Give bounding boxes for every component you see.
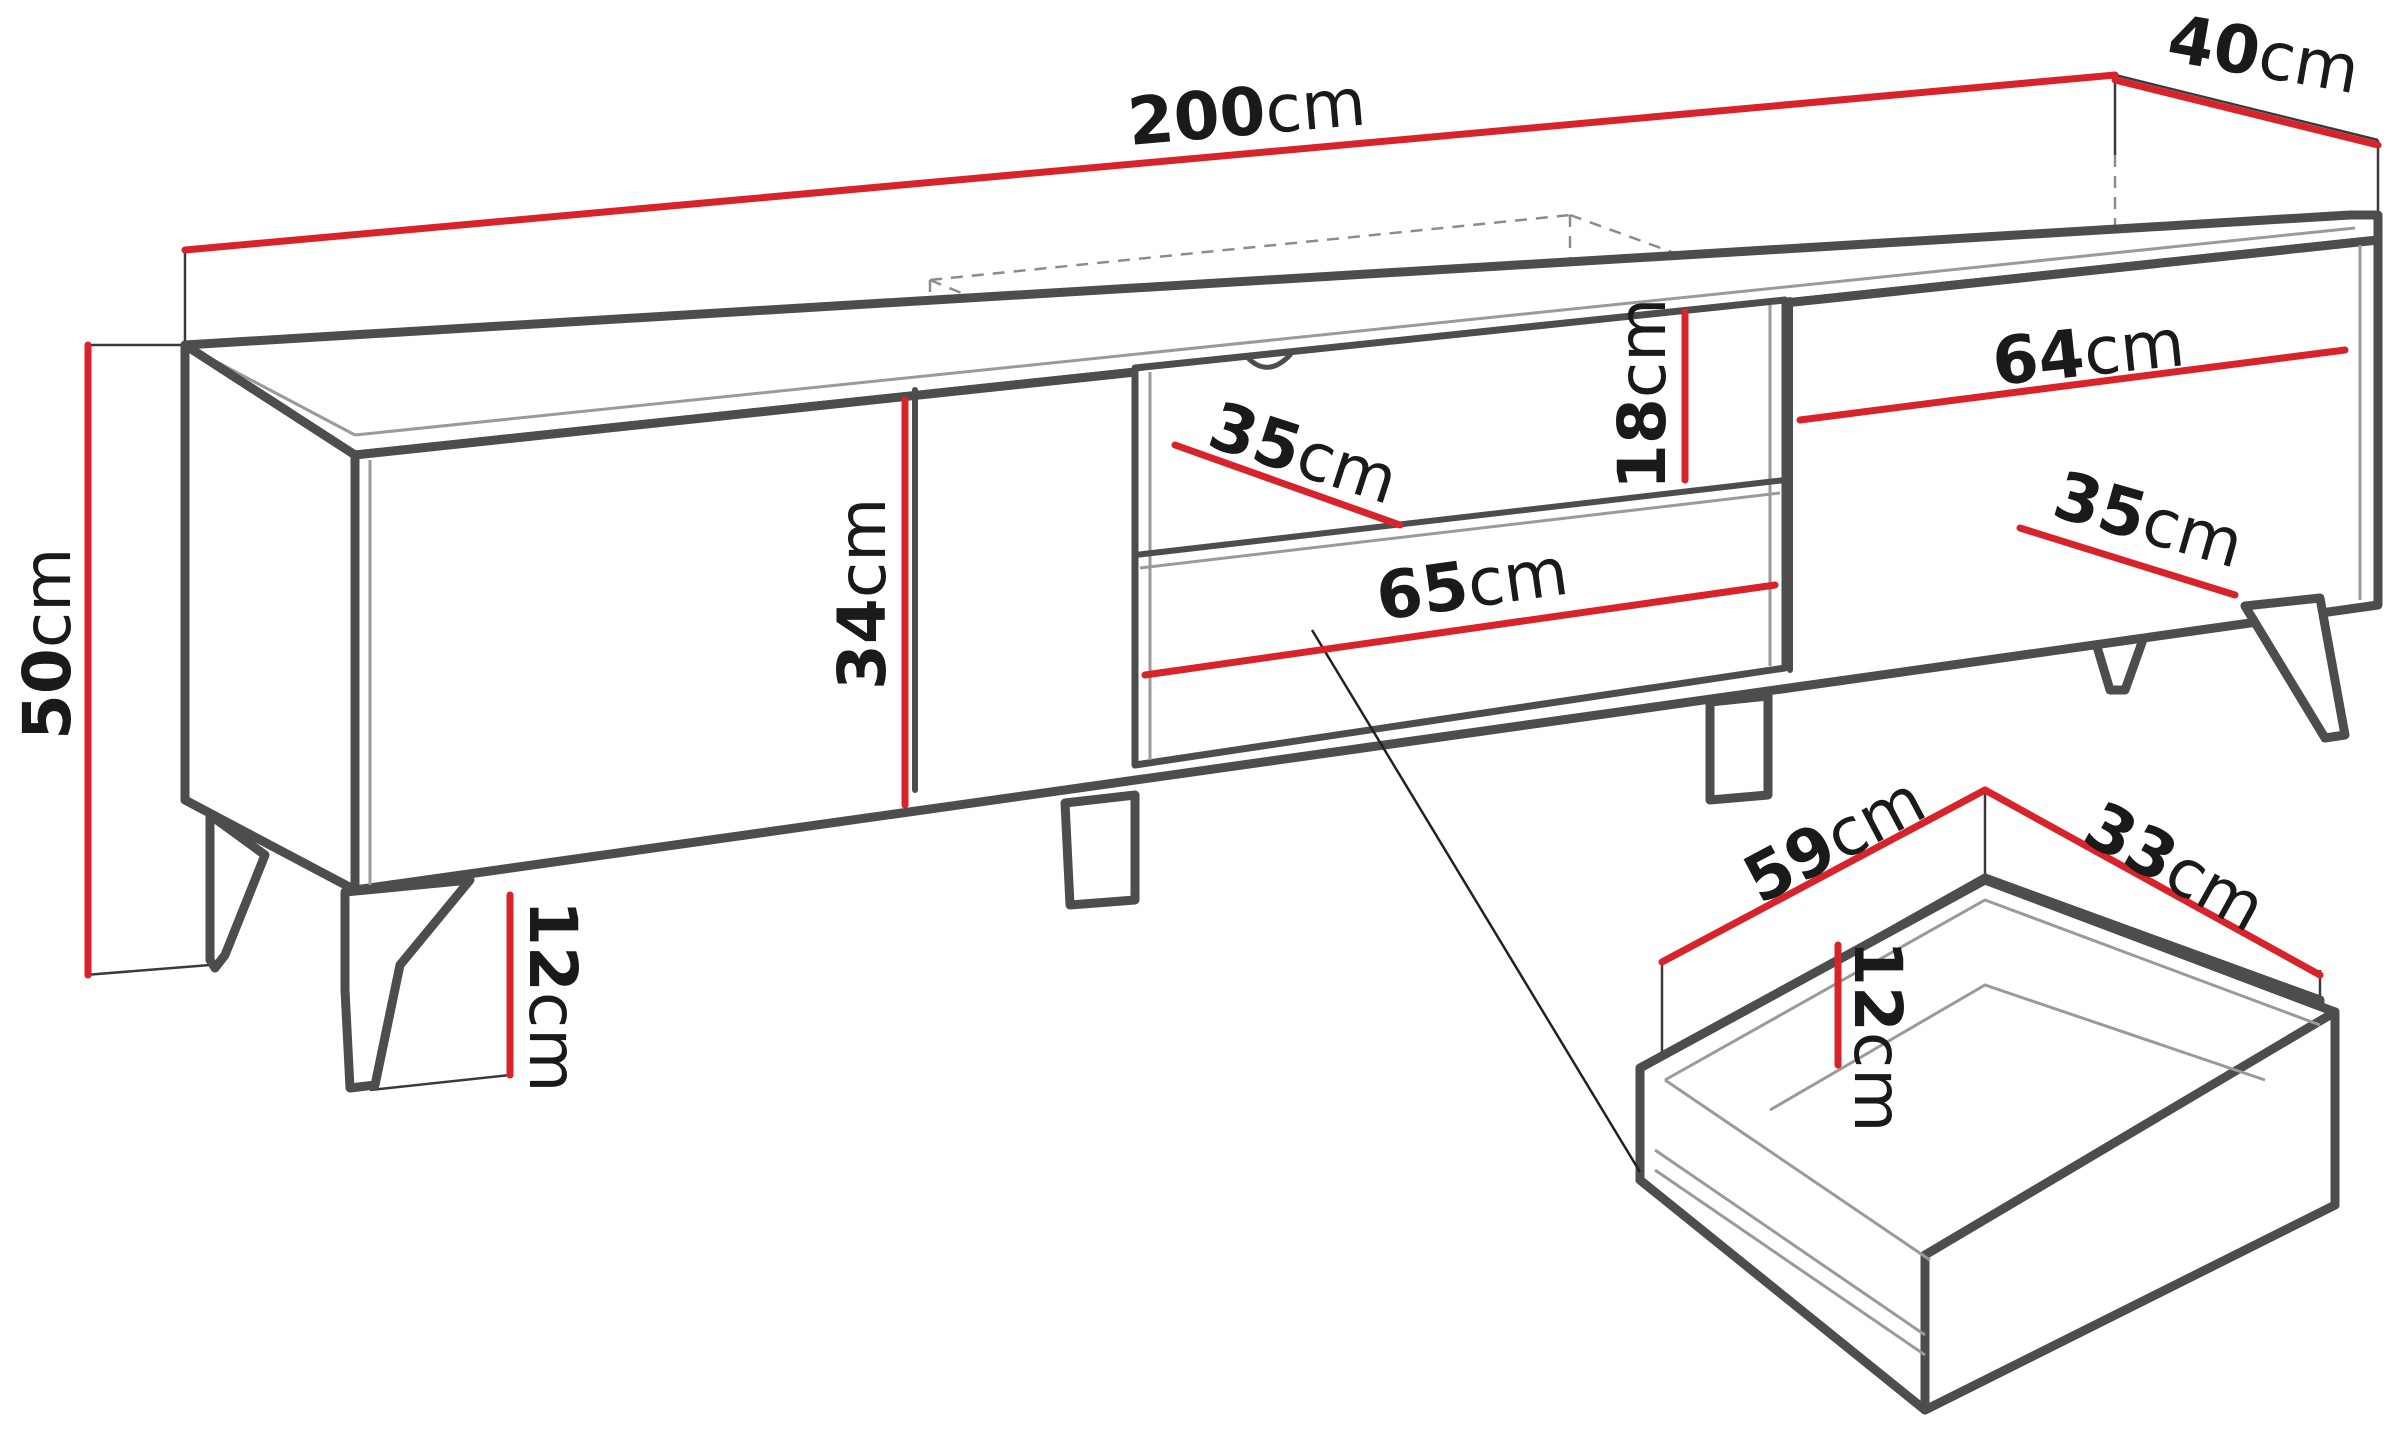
dim-line-right-width <box>1796 346 2349 424</box>
label-right-width: 64cm <box>1989 304 2188 401</box>
label-depth: 40cm <box>2162 0 2365 109</box>
dim-line-shelf-depth-middle <box>1171 441 1404 529</box>
dim-line-depth <box>2111 76 2382 149</box>
label-open-height: 18cm <box>1604 298 1681 490</box>
extension-lines <box>84 73 2380 1092</box>
label-middle-width: 65cm <box>1372 533 1573 636</box>
drawer-detail <box>1635 873 2340 1415</box>
label-leg-height: 12cm <box>514 900 591 1092</box>
dim-line-drawer-depth <box>1981 786 2324 979</box>
drawer-front-panel <box>1920 1007 2340 1415</box>
label-drawer-height: 12cm <box>1839 940 1916 1132</box>
left-side-leg <box>205 810 270 973</box>
label-width: 200cm <box>1125 63 1369 160</box>
open-compartment <box>1131 296 1789 769</box>
dim-line-width <box>181 71 2119 254</box>
dim-line-drawer-width <box>1658 786 1989 966</box>
right-leg <box>2240 593 2350 743</box>
dim-line-middle-width <box>1141 581 1779 679</box>
label-height: 50cm <box>9 548 86 740</box>
dim-line-shelf-depth-right <box>2016 524 2239 599</box>
front-legs <box>205 593 2350 1093</box>
label-inner-height: 34cm <box>824 498 901 690</box>
dimension-lines <box>84 71 2382 1079</box>
middle-leg <box>1060 790 1140 910</box>
front-left-leg <box>340 875 475 1093</box>
drawer-leader-line <box>1310 629 1642 1173</box>
cabinet-body <box>180 210 2383 895</box>
